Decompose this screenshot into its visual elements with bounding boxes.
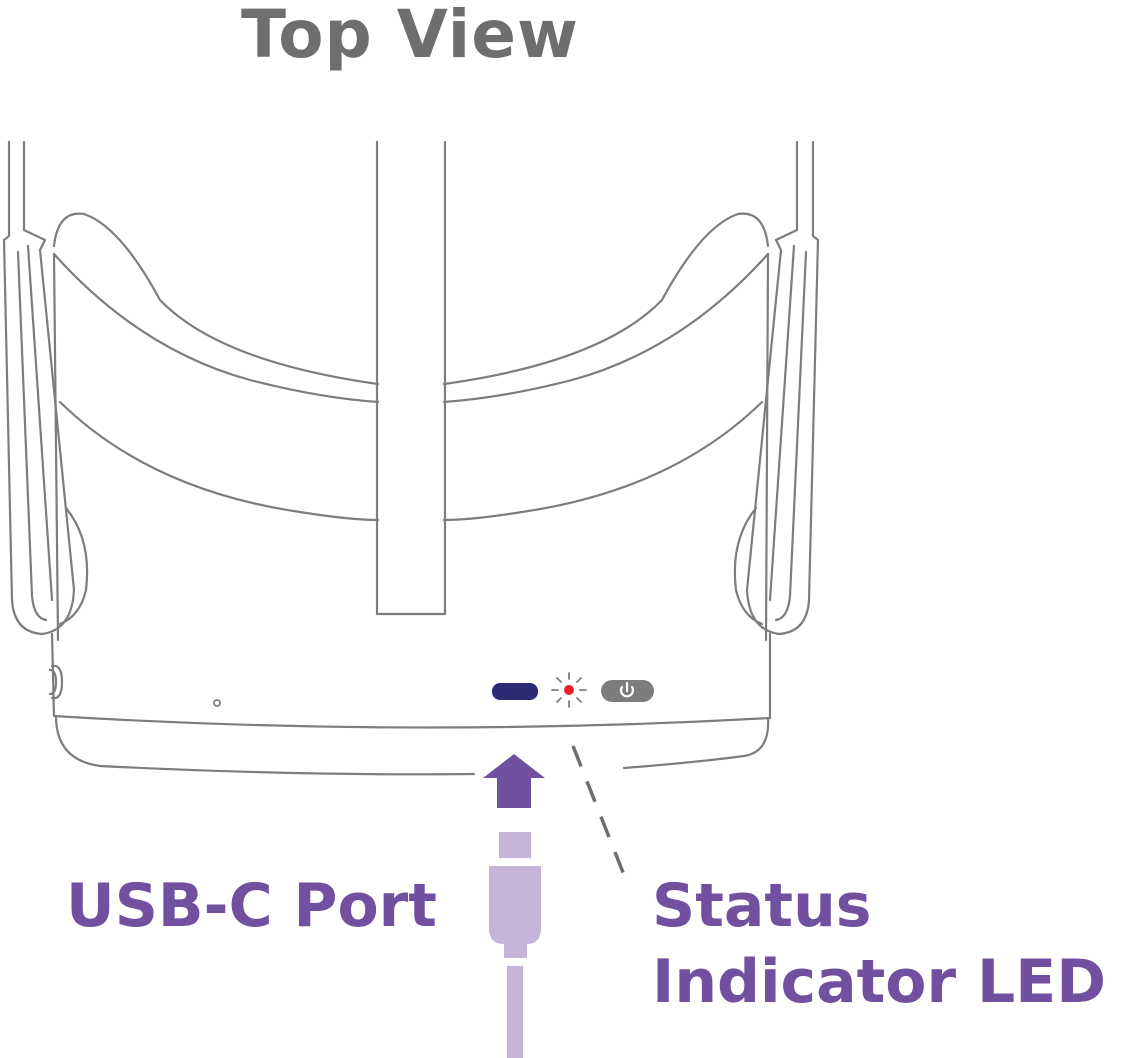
power-button [601,680,654,702]
usb-port-label: USB-C Port [66,871,437,941]
usb-c-cable [489,832,541,1058]
top-strap [375,140,447,616]
led-leader-line [571,745,628,881]
power-icon [619,681,635,698]
insert-arrow-icon [483,754,545,808]
right-side-strap [733,140,820,636]
status-led-label-line2: Indicator LED [652,947,1107,1018]
headset-body [48,212,772,776]
diagram-title: Top View [240,0,580,73]
status-led-label-line1: Status [652,871,872,941]
left-side-strap [2,140,89,636]
usb-c-port [492,683,538,700]
status-led-label: Status Indicator LED [652,868,1106,1020]
led-light-icon [551,672,587,708]
